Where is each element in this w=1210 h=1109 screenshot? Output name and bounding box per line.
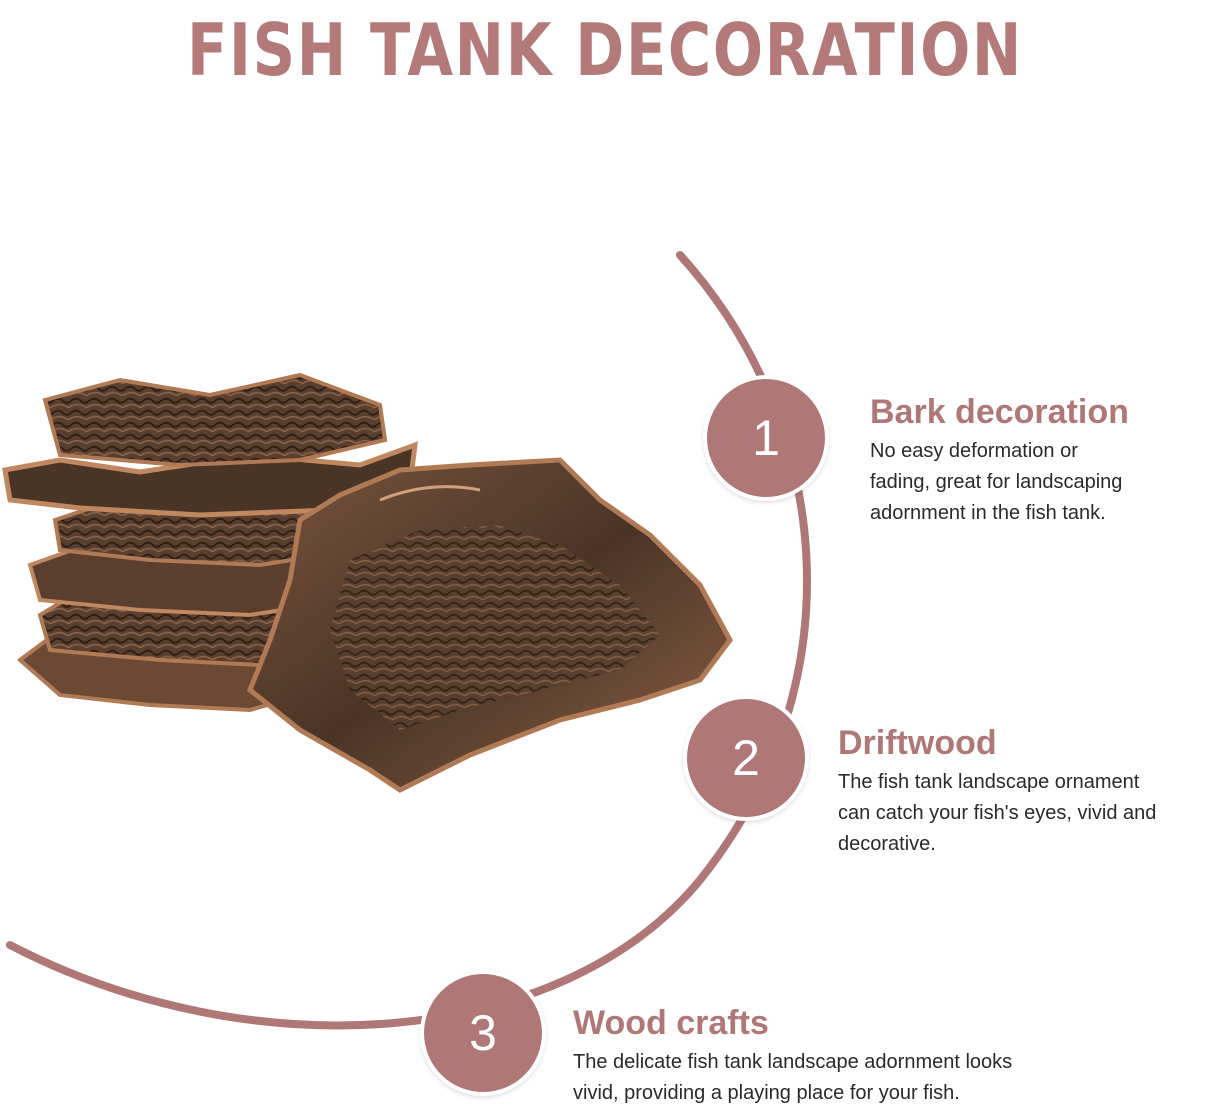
feature-heading: Bark decoration xyxy=(870,393,1129,431)
feature-wood-crafts: Wood crafts The delicate fish tank lands… xyxy=(573,1003,1173,1109)
step-3-badge: 3 xyxy=(420,970,546,1096)
feature-line: adornment in the fish tank. xyxy=(870,502,1106,524)
cork-bark-pieces-image xyxy=(0,360,740,810)
feature-line: decorative. xyxy=(838,833,936,855)
feature-line: The delicate fish tank landscape adornme… xyxy=(573,1051,1013,1073)
feature-driftwood: Driftwood The fish tank landscape orname… xyxy=(838,723,1208,860)
feature-bark-decoration: Bark decoration No easy deformation or f… xyxy=(870,392,1200,529)
feature-line: vivid, providing a playing place for you… xyxy=(573,1082,960,1104)
feature-line: can catch your fish's eyes, vivid and xyxy=(838,802,1157,824)
feature-heading: Wood crafts xyxy=(573,1004,769,1042)
step-2-badge: 2 xyxy=(683,695,809,821)
bark-piece-front xyxy=(246,457,733,793)
feature-description: No easy deformation or fading, great for… xyxy=(870,436,1200,529)
feature-heading: Driftwood xyxy=(838,724,997,762)
feature-description: The delicate fish tank landscape adornme… xyxy=(573,1047,1173,1109)
feature-line: No easy deformation or xyxy=(870,440,1078,462)
bark-stack-left xyxy=(2,372,418,713)
feature-description: The fish tank landscape ornament can cat… xyxy=(838,767,1208,860)
feature-line: fading, great for landscaping xyxy=(870,471,1123,493)
feature-line: The fish tank landscape ornament xyxy=(838,771,1140,793)
step-1-badge: 1 xyxy=(703,375,829,501)
page-title: FISH TANK DECORATION xyxy=(187,8,1023,92)
